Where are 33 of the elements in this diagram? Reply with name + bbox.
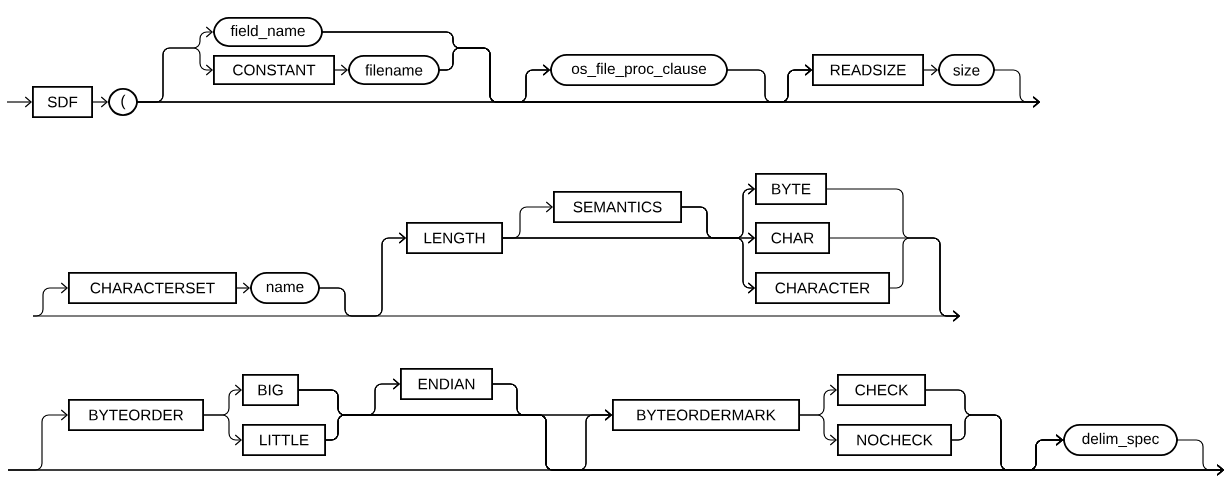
keyword-box: CHARACTER (755, 272, 890, 304)
keyword-box: BYTE (755, 173, 827, 205)
rounded-box: size (938, 54, 995, 86)
keyword-box: BYTEORDERMARK (612, 399, 800, 431)
keyword-box: SEMANTICS (553, 191, 682, 223)
rounded-box: name (250, 272, 320, 304)
keyword-box: BIG (242, 374, 299, 406)
arrow (923, 64, 938, 76)
keyword-box: READSIZE (812, 54, 924, 86)
keyword-box: CHARACTERSET (68, 272, 237, 304)
keyword-box: LENGTH (406, 222, 503, 254)
rounded-box: os_file_proc_clause (550, 54, 728, 86)
keyword-box: ENDIAN (400, 368, 493, 400)
rounded-box: delim_spec (1063, 424, 1178, 456)
arrow (334, 64, 348, 76)
keyword-box: LITTLE (242, 424, 326, 456)
arrow (92, 96, 108, 108)
keyword-box: CONSTANT (213, 55, 335, 85)
keyword-box: CHECK (837, 374, 926, 406)
keyword-box: SDF (32, 86, 93, 118)
arrow (799, 414, 837, 446)
arrow (6, 96, 32, 108)
arrow (492, 383, 1224, 476)
keyword-box: BYTEORDER (68, 399, 204, 431)
arrow (994, 69, 1040, 108)
rounded-box: field_name (213, 17, 323, 47)
keyword-box: NOCHECK (837, 424, 952, 456)
rounded-box: filename (348, 55, 440, 85)
arrow (203, 414, 242, 446)
arrow (681, 206, 755, 294)
rounded-box: ( (108, 88, 138, 116)
arrow (236, 282, 250, 294)
keyword-box: CHAR (755, 222, 830, 254)
